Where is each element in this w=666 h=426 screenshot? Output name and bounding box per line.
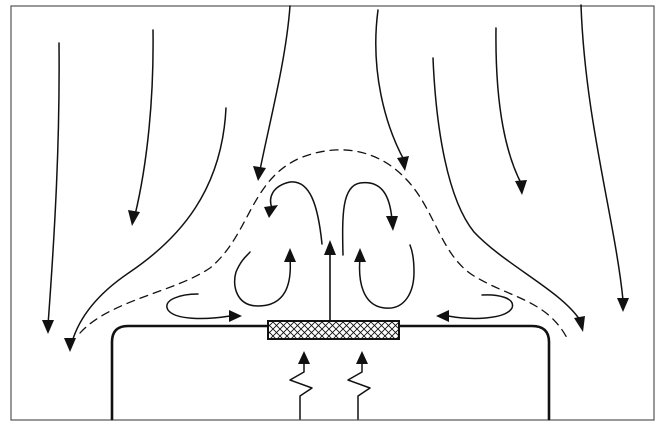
arrowhead-left — [128, 210, 140, 226]
dashed-boundary — [79, 149, 569, 341]
streamline-right — [495, 27, 523, 186]
vortex-right-lower — [358, 244, 415, 309]
streamline-left-inner — [71, 107, 227, 343]
arrowhead-vortex-right — [386, 216, 398, 231]
streamline-far-left — [47, 42, 60, 326]
heat-input-left — [289, 361, 313, 420]
streamline-right-inner — [432, 57, 581, 321]
streamline-far-right — [580, 4, 624, 301]
streamline-left — [134, 29, 154, 216]
arrowhead-vortex-left-up — [284, 248, 296, 262]
vortex-right — [341, 181, 393, 256]
arrowhead-updraft — [324, 240, 336, 255]
arrowhead-vortex-right-up — [354, 248, 366, 262]
arrowhead-far-right — [617, 298, 629, 312]
arrowhead-heat-right — [356, 351, 368, 364]
heat-input-right — [347, 361, 371, 420]
streamline-left-top — [259, 5, 291, 171]
arrowhead-eddy-right — [436, 310, 449, 322]
arrowhead-far-left — [42, 320, 54, 334]
arrowhead-vortex-left — [264, 205, 278, 218]
arrowhead-left-inner — [64, 338, 76, 352]
arrowhead-eddy-left — [229, 310, 242, 322]
arrowhead-left-top — [253, 166, 266, 181]
vortex-left — [269, 181, 323, 245]
vortex-left-lower — [233, 251, 292, 307]
eddy-right — [447, 294, 514, 320]
arrowhead-right-top — [397, 156, 409, 171]
diagram-frame — [10, 5, 655, 421]
eddy-left — [166, 293, 231, 320]
streamline-right-top — [375, 9, 405, 161]
arrowhead-right — [515, 180, 527, 195]
arrowhead-right-inner — [574, 316, 585, 332]
heater-strip — [267, 320, 400, 340]
arrowheads — [42, 156, 629, 364]
arrowhead-heat-left — [298, 351, 310, 364]
